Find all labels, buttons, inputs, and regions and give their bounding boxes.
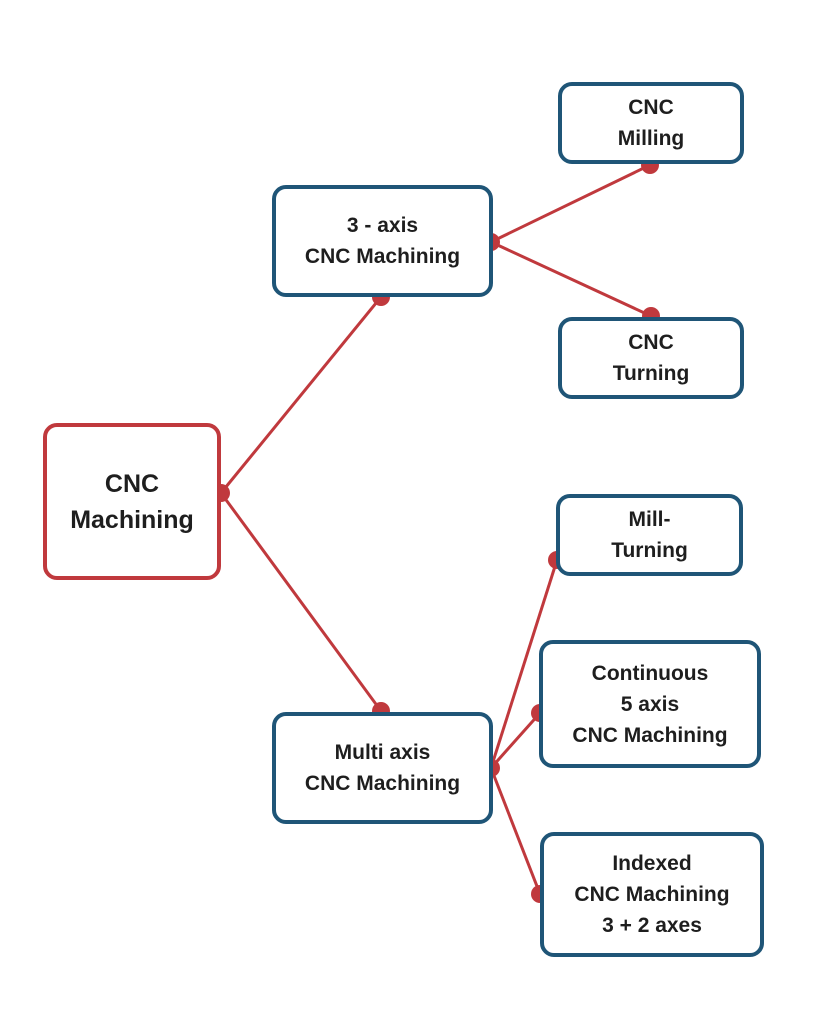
node-label-line: CNC Machining xyxy=(304,245,461,268)
node-cnc-machining: CNC Machining xyxy=(43,423,221,580)
node-label-line: CNC xyxy=(628,331,674,354)
node-cnc-milling: CNC Milling xyxy=(558,82,744,164)
node-label-line: Indexed xyxy=(612,852,692,875)
node-label-line: CNC Machining xyxy=(572,723,728,747)
node-indexed-3-plus-2: Indexed CNC Machining 3 + 2 axes xyxy=(540,832,764,957)
node-label-line: Milling xyxy=(617,127,685,150)
node-label-line: CNC xyxy=(104,469,160,498)
node-label-line: Continuous xyxy=(591,661,709,685)
connector-root-to-multi_axis xyxy=(219,492,383,712)
connector-multi_axis-to-indexed xyxy=(489,767,542,895)
node-multi-axis-cnc-machining: Multi axis CNC Machining xyxy=(272,712,493,824)
node-label-line: Multi axis xyxy=(334,741,431,764)
node-mill-turning: Mill- Turning xyxy=(556,494,743,576)
connector-multi_axis-to-mill_turning xyxy=(489,559,559,769)
node-label-line: Turning xyxy=(612,362,690,385)
connector-three_axis-to-turning xyxy=(490,240,652,318)
node-label-line: CNC xyxy=(628,96,674,119)
node-label-line: Mill- xyxy=(628,508,671,531)
node-label-line: 3 - axis xyxy=(346,214,419,237)
node-3-axis-cnc-machining: 3 - axis CNC Machining xyxy=(272,185,493,297)
node-label-line: Turning xyxy=(611,539,688,562)
node-label-line: Machining xyxy=(70,505,194,534)
connector-root-to-three_axis xyxy=(219,296,383,494)
node-continuous-5-axis: Continuous 5 axis CNC Machining xyxy=(539,640,761,768)
node-label-line: CNC Machining xyxy=(304,772,461,795)
connector-multi_axis-to-continuous_5 xyxy=(489,712,542,769)
node-label-line: CNC Machining xyxy=(574,883,730,906)
connector-three_axis-to-milling xyxy=(490,163,651,244)
node-label-line: 3 + 2 axes xyxy=(602,914,702,937)
node-cnc-turning: CNC Turning xyxy=(558,317,744,399)
node-label-line: 5 axis xyxy=(620,692,680,716)
